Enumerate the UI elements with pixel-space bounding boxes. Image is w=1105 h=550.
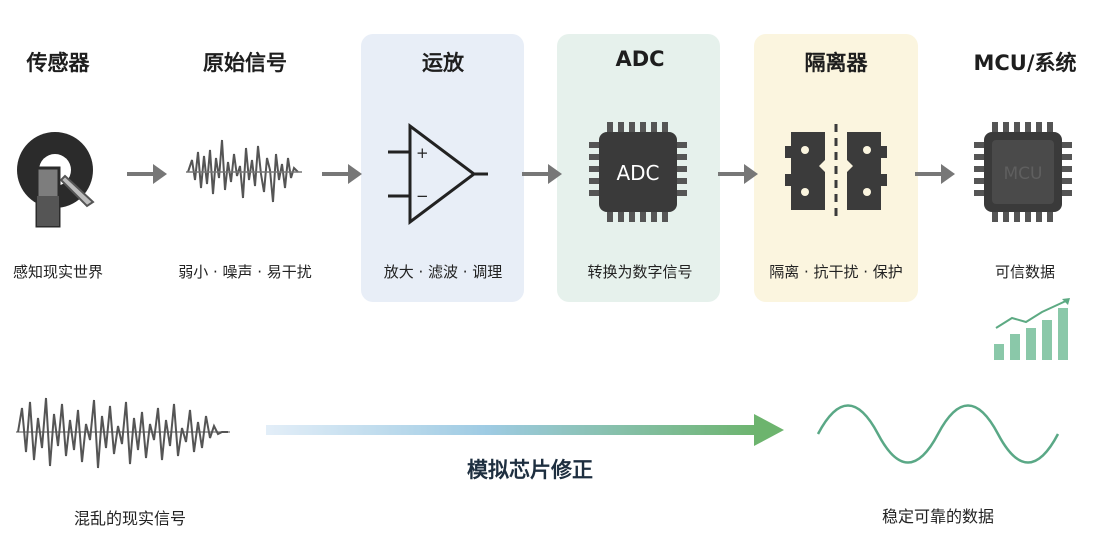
stage-title: 运放 bbox=[422, 51, 464, 75]
stage-title: MCU/系统 bbox=[973, 51, 1077, 75]
isolator-icon bbox=[785, 124, 887, 218]
op-amp-icon: + − bbox=[388, 123, 488, 225]
adc-chip-icon: ADC bbox=[589, 122, 687, 222]
stage-desc: 弱小 · 噪声 · 易干扰 bbox=[178, 263, 312, 281]
plus-sign: + bbox=[416, 144, 429, 162]
bar-chart-icon bbox=[994, 298, 1070, 360]
sensor-icon bbox=[17, 132, 95, 228]
flow-arrow-icon bbox=[322, 164, 362, 184]
stage-desc: 转换为数字信号 bbox=[587, 263, 693, 281]
stage-desc: 可信数据 bbox=[994, 263, 1055, 281]
adc-chip-label: ADC bbox=[616, 161, 659, 185]
stage-title: 隔离器 bbox=[804, 51, 868, 75]
flow-arrow-icon bbox=[522, 164, 562, 184]
minus-sign: − bbox=[416, 187, 429, 205]
correction-label: 模拟芯片修正 bbox=[467, 458, 593, 482]
op-amp-panel bbox=[361, 34, 524, 302]
flow-arrow-icon bbox=[718, 164, 758, 184]
stage-desc: 隔离 · 抗干扰 · 保护 bbox=[769, 263, 903, 281]
flow-arrow-icon bbox=[915, 164, 955, 184]
flow-arrow-icon bbox=[127, 164, 167, 184]
stage-desc: 放大 · 滤波 · 调理 bbox=[383, 263, 503, 281]
mcu-chip-icon: MCU bbox=[974, 122, 1072, 222]
stage-title: 原始信号 bbox=[203, 51, 287, 75]
correction-arrow-icon bbox=[266, 414, 784, 446]
stage-desc: 感知现实世界 bbox=[12, 263, 103, 281]
chaotic-signal-label: 混乱的现实信号 bbox=[73, 509, 186, 528]
stable-data-label: 稳定可靠的数据 bbox=[881, 507, 994, 526]
mcu-chip-label: MCU bbox=[1004, 164, 1043, 184]
sine-wave-icon bbox=[816, 404, 1060, 464]
noisy-signal-icon bbox=[16, 397, 230, 469]
stage-title: ADC bbox=[615, 47, 665, 71]
stage-title: 传感器 bbox=[26, 51, 90, 75]
noisy-signal-icon bbox=[186, 139, 302, 203]
